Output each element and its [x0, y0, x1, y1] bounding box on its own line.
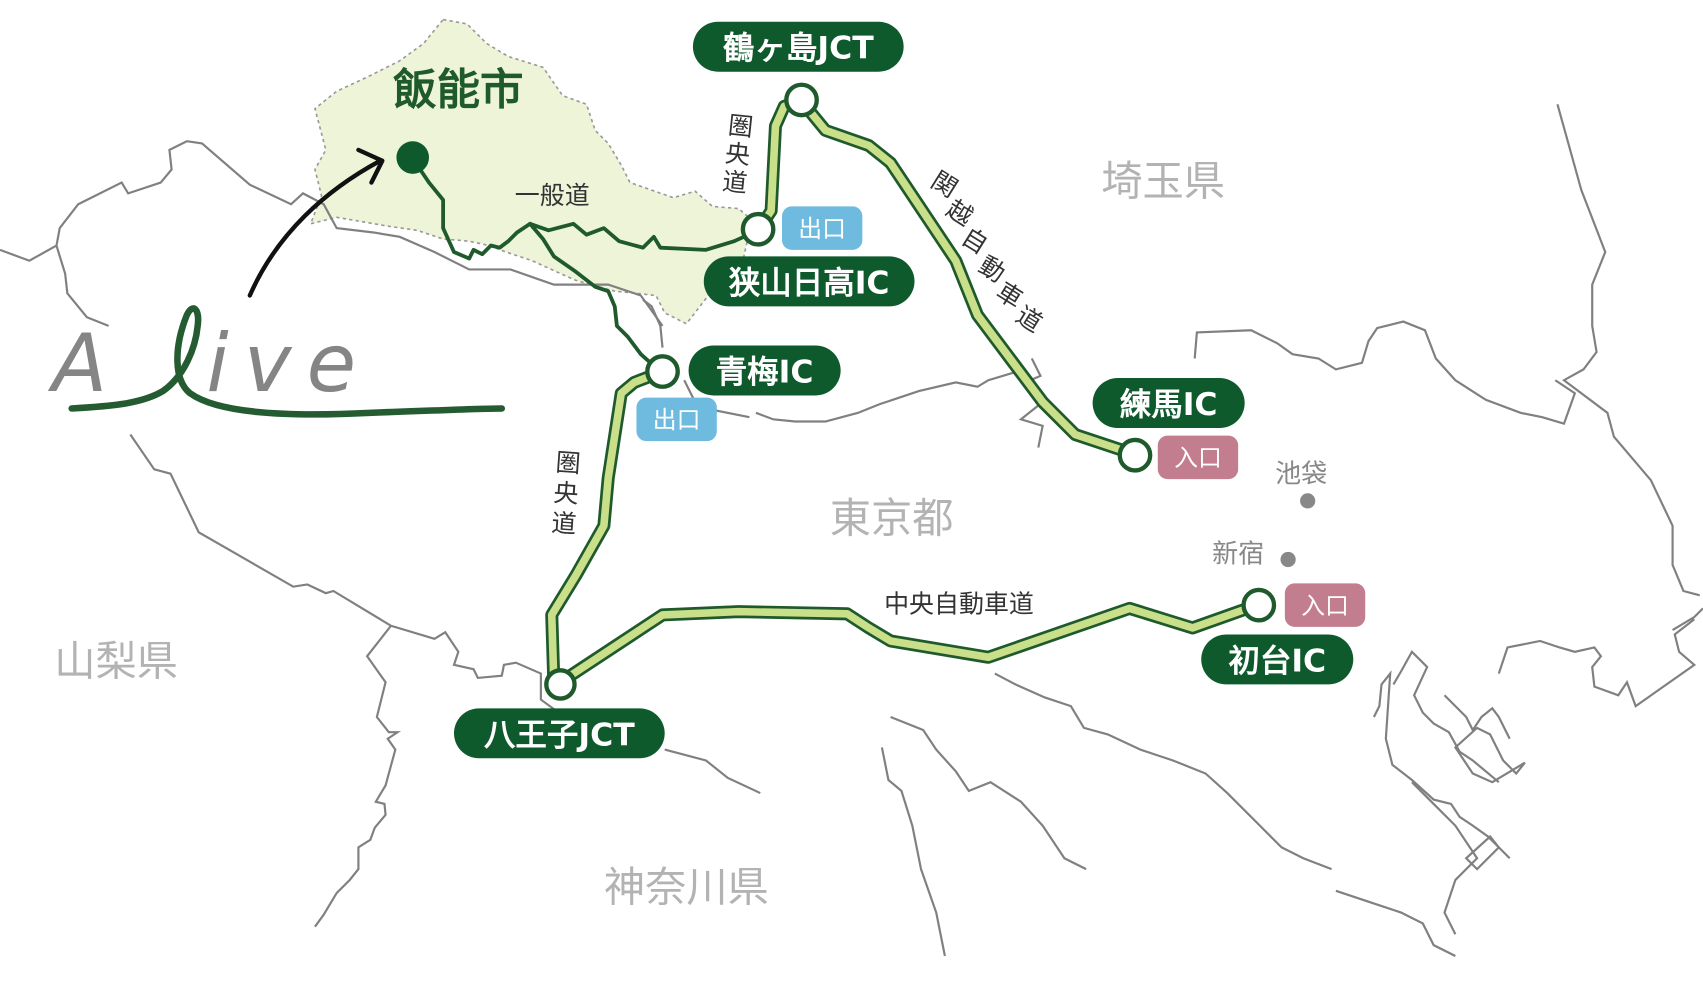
svg-text:青梅IC: 青梅IC [716, 354, 814, 390]
logo-text-ive: ive [206, 316, 371, 410]
pref-tokyo: 東京都 [830, 494, 954, 542]
node-hatsudai-ic[interactable] [1241, 587, 1277, 623]
label-sayama-hidaka-ic[interactable]: 狭山日高IC [703, 256, 915, 307]
shinjuku-dot [1280, 551, 1296, 568]
pref-kanagawa: 神奈川県 [604, 864, 769, 912]
station-shinjuku: 新宿 [1212, 540, 1264, 570]
label-hatsudai-ic[interactable]: 初台IC [1201, 634, 1354, 685]
general-road-branch [528, 221, 663, 374]
svg-text:練馬IC: 練馬IC [1120, 387, 1218, 423]
svg-text:初台IC: 初台IC [1228, 643, 1326, 679]
svg-text:入口: 入口 [1174, 444, 1222, 472]
label-tsurugashima-jct[interactable]: 鶴ヶ島JCT [692, 21, 904, 72]
label-ome-ic[interactable]: 青梅IC [688, 345, 841, 396]
arrow-head-icon [356, 147, 385, 185]
road-label-chuo: 中央自動車道 [884, 590, 1034, 619]
svg-text:圏: 圏 [727, 111, 755, 142]
node-sayama-hidaka-ic[interactable] [740, 211, 776, 247]
road-label-ken-o-south: 圏 央 道 [550, 448, 581, 539]
label-hachioji-jct[interactable]: 八王子JCT [453, 708, 665, 759]
node-ome-ic[interactable] [645, 354, 680, 389]
tag-hatsudai-enter: 入口 [1284, 583, 1366, 627]
tag-sayama-exit: 出口 [781, 206, 863, 250]
arrow-curve-icon [247, 158, 383, 298]
svg-text:狭山日高IC: 狭山日高IC [729, 265, 890, 301]
general-road-route [410, 156, 760, 261]
svg-text:八王子JCT: 八王子JCT [484, 717, 635, 753]
pref-saitama: 埼玉県 [1101, 158, 1225, 206]
tag-ome-exit: 出口 [636, 397, 717, 442]
svg-text:央: 央 [553, 478, 580, 509]
alive-logo: A ive [47, 305, 506, 418]
svg-text:入口: 入口 [1301, 592, 1349, 620]
node-nerima-ic[interactable] [1117, 437, 1153, 473]
pref-yamanashi: 山梨県 [54, 638, 178, 686]
logo-text-a: A [47, 316, 122, 410]
svg-text:圏: 圏 [555, 448, 582, 479]
ikebukuro-dot [1300, 493, 1316, 509]
city-name: 飯能市 [393, 65, 523, 115]
svg-text:道: 道 [721, 167, 749, 198]
node-tsurugashima-jct[interactable] [784, 82, 819, 118]
label-nerima-ic[interactable]: 練馬IC [1092, 378, 1245, 429]
svg-text:鶴ヶ島JCT: 鶴ヶ島JCT [723, 31, 874, 67]
logo-swash-l [68, 305, 506, 418]
svg-text:出口: 出口 [653, 406, 701, 434]
svg-text:出口: 出口 [798, 215, 846, 243]
station-ikebukuro: 池袋 [1275, 459, 1327, 489]
hanno-location-marker [396, 141, 430, 174]
svg-text:道: 道 [550, 508, 577, 539]
road-label-general: 一般道 [515, 181, 590, 210]
node-hachioji-jct[interactable] [544, 668, 577, 701]
tag-nerima-enter: 入口 [1157, 435, 1239, 480]
svg-text:央: 央 [724, 139, 752, 170]
road-label-ken-o-north: 圏 央 道 [721, 111, 755, 199]
